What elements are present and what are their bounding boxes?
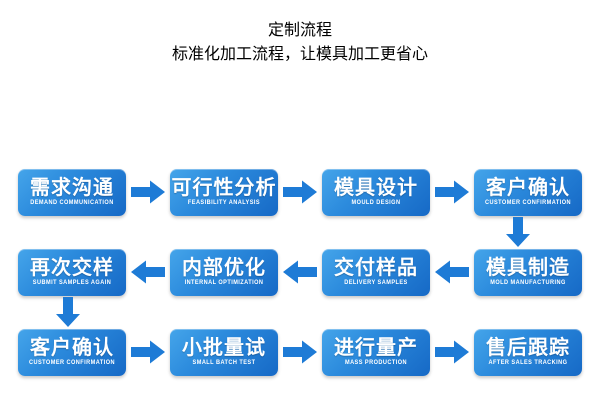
flow-node-mold-manufacturing[interactable]: 模具制造 MOLD MANUFACTURING xyxy=(474,248,582,296)
flow-node-label-cn: 进行量产 xyxy=(334,336,418,359)
header: 定制流程 标准化加工流程，让模具加工更省心 xyxy=(0,0,600,64)
arrow-down-icon xyxy=(505,217,531,247)
flow-node-label-en: FEASIBILITY ANALYSIS xyxy=(187,199,261,207)
flow-node-label-en: CUSTOMER CONFIRMATION xyxy=(485,199,571,207)
flow-row-1: 需求沟通 DEMAND COMMUNICATION 可行性分析 FEASIBIL… xyxy=(0,168,600,216)
arrow-left-icon xyxy=(131,259,165,285)
arrow-left-icon xyxy=(435,259,469,285)
flow-node-label-en: DEMAND COMMUNICATION xyxy=(30,199,114,207)
flow-node-feasibility-analysis[interactable]: 可行性分析 FEASIBILITY ANALYSIS xyxy=(170,168,278,216)
flow-node-submit-samples-again[interactable]: 再次交样 SUBMIT SAMPLES AGAIN xyxy=(18,248,126,296)
page-subtitle: 标准化加工流程，让模具加工更省心 xyxy=(171,46,428,63)
arrow-right-icon xyxy=(283,179,317,205)
arrow-down-icon xyxy=(55,297,81,327)
flow-node-internal-optimization[interactable]: 内部优化 INTERNAL OPTIMIZATION xyxy=(170,248,278,296)
flow-node-label-en: DELIVERY SAMPLES xyxy=(344,279,408,287)
flow-node-label-cn: 小批量试 xyxy=(182,336,266,359)
arrow-right-icon xyxy=(435,179,469,205)
arrow-right-icon xyxy=(435,339,469,365)
flow-node-label-cn: 交付样品 xyxy=(334,256,418,279)
flow-node-label-en: MASS PRODUCTION xyxy=(344,359,408,367)
flow-node-label-cn: 内部优化 xyxy=(182,256,266,279)
flow-node-label-en: CUSTOMER CONFIRMATION xyxy=(29,359,115,367)
flow-node-label-cn: 客户确认 xyxy=(30,336,114,359)
flow-node-label-cn: 可行性分析 xyxy=(171,176,277,199)
flow-node-label-cn: 需求沟通 xyxy=(30,176,114,199)
flow-node-label-cn: 客户确认 xyxy=(486,176,570,199)
flow-node-small-batch-test[interactable]: 小批量试 SMALL BATCH TEST xyxy=(170,328,278,376)
process-flow-diagram: 需求沟通 DEMAND COMMUNICATION 可行性分析 FEASIBIL… xyxy=(0,155,600,401)
flow-node-label-en: SUBMIT SAMPLES AGAIN xyxy=(32,279,112,287)
flow-node-label-cn: 模具制造 xyxy=(486,256,570,279)
flow-node-label-en: SMALL BATCH TEST xyxy=(192,359,256,367)
flow-row-2: 再次交样 SUBMIT SAMPLES AGAIN 内部优化 INTERNAL … xyxy=(0,248,600,296)
flow-node-label-en: AFTER SALES TRACKING xyxy=(488,359,568,367)
flow-node-label-en: MOULD DESIGN xyxy=(351,199,401,207)
flow-node-label-cn: 售后跟踪 xyxy=(486,336,570,359)
flow-node-demand-communication[interactable]: 需求沟通 DEMAND COMMUNICATION xyxy=(18,168,126,216)
arrow-right-icon xyxy=(131,339,165,365)
flow-node-customer-confirmation-1[interactable]: 客户确认 CUSTOMER CONFIRMATION xyxy=(474,168,582,216)
page-title: 定制流程 xyxy=(267,22,332,39)
flow-node-after-sales-tracking[interactable]: 售后跟踪 AFTER SALES TRACKING xyxy=(474,328,582,376)
flow-node-label-cn: 再次交样 xyxy=(30,256,114,279)
flow-node-customer-confirmation-2[interactable]: 客户确认 CUSTOMER CONFIRMATION xyxy=(18,328,126,376)
arrow-right-icon xyxy=(131,179,165,205)
flow-node-label-en: MOLD MANUFACTURING xyxy=(490,279,566,287)
flow-node-delivery-samples[interactable]: 交付样品 DELIVERY SAMPLES xyxy=(322,248,430,296)
arrow-right-icon xyxy=(283,339,317,365)
flow-node-mass-production[interactable]: 进行量产 MASS PRODUCTION xyxy=(322,328,430,376)
flow-row-3: 客户确认 CUSTOMER CONFIRMATION 小批量试 SMALL BA… xyxy=(0,328,600,376)
arrow-left-icon xyxy=(283,259,317,285)
flow-node-label-cn: 模具设计 xyxy=(334,176,418,199)
flow-node-mould-design[interactable]: 模具设计 MOULD DESIGN xyxy=(322,168,430,216)
flow-node-label-en: INTERNAL OPTIMIZATION xyxy=(184,279,264,287)
